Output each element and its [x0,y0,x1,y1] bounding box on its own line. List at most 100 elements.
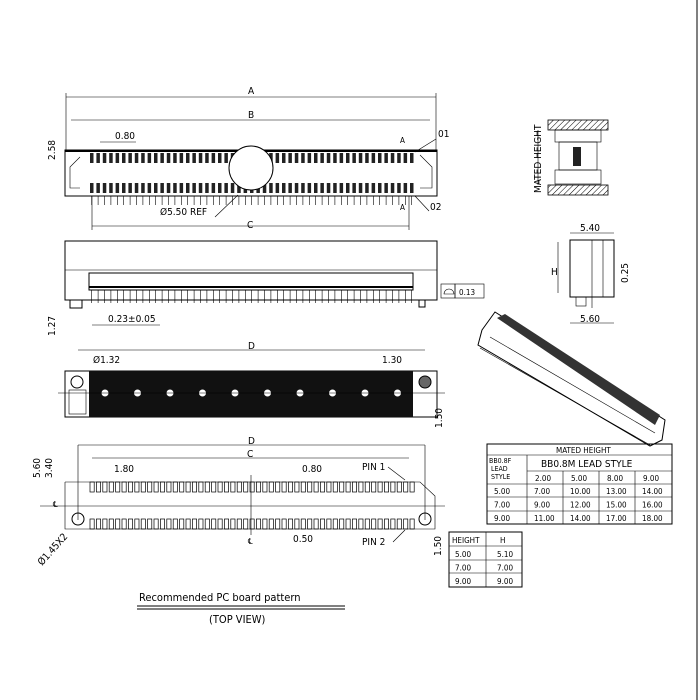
pin-top-row [307,153,312,163]
height-table-cell: 7.00 [455,564,471,573]
pin-top-row [314,153,318,163]
pin-bottom-row [237,183,241,193]
row-spacing-label: 3.40 [44,458,55,478]
pad-bottom-row [288,518,293,530]
section-mark-top: A [400,136,405,145]
pin-bottom-row [166,183,171,193]
pcb-edge-label: 1.50 [433,536,444,556]
pad-bottom-row [275,518,281,530]
pin-bottom-row [365,183,369,193]
pad-top-row [89,481,95,493]
top-width-label: 5.40 [580,223,600,234]
height-table-cell: 7.00 [497,564,513,573]
pad-top-row [256,481,261,493]
pad-top-row [198,481,204,493]
pad-bottom-row [377,518,383,530]
pad-top-row [275,481,281,493]
pin-bottom-row [410,183,414,193]
pad-top-row [300,481,306,493]
pin-bottom-row [333,183,337,193]
centerline-mark-bottom: ℄ [248,537,253,546]
pcb-dim-c: C [247,449,253,460]
pad-top-row [403,481,409,493]
height-label: 2.58 [47,140,58,160]
pad-top-row [288,481,293,493]
pad-bottom-row [307,518,313,530]
pin-bottom-row [358,183,363,193]
pad-top-row [147,481,153,493]
post-left [70,375,84,389]
pad-bottom-row [409,518,415,530]
pad-top-row [320,481,325,493]
pad-bottom-row [294,518,300,530]
table-cell: 13.00 [606,487,627,496]
column-header-cell: 9.00 [643,474,659,483]
pin2-label: PIN 2 [362,537,385,548]
side-housing [64,240,438,301]
edge-label: 1.50 [434,408,445,428]
contact-pins [90,153,414,205]
pin-top-row [115,153,120,163]
pcb-pattern-view: D C 1.80 0.80 PIN 1 5.60 3.40 Ø1.45X2 ℄ … [32,436,445,626]
pin-bottom-row [384,183,388,193]
flatness-value: 0.13 [459,288,475,297]
side-view: 0.13 1.27 0.23±0.05 [47,240,485,336]
pin-bottom-row [122,183,126,193]
top-view: A B 0.80 2.58 C Ø5.50 REF 01 02 A A [47,86,449,231]
pad-bottom-row [96,518,101,530]
pin-bottom-row [320,183,324,193]
pad-bottom-row [160,518,165,530]
pin-bottom-row [147,183,152,193]
pad-top-row [115,481,121,493]
height-header-cell: H [500,536,505,545]
pin-top-row [320,153,324,163]
table-cell: 15.00 [606,501,627,510]
row-label-cell: 9.00 [494,514,510,523]
pin-top-row [365,153,369,163]
pad-top-row [230,481,236,493]
pin-top-row [122,153,126,163]
pin-top-row [339,153,344,163]
pin-bottom-row [192,183,196,193]
pad-bottom-row [358,518,364,530]
pin-top-row [186,153,190,163]
pad-bottom-row [211,518,217,530]
pin-bottom-row [378,183,382,193]
pin-top-row [192,153,196,163]
pad-top-row [352,481,357,493]
pin-top-row [96,153,100,163]
pad-top-row [262,481,268,493]
bottom-width-label: 5.60 [580,314,600,325]
pin-top-row [326,153,331,163]
pin-bottom-row [397,183,401,193]
pad-top-row [211,481,217,493]
section-mark-bottom: A [400,203,405,212]
pin-bottom-row [198,183,203,193]
pad-bottom-row [108,518,114,530]
table-cell: 9.00 [534,501,550,510]
pad-top-row [192,481,197,493]
callout-01: 01 [438,129,449,140]
pin-bottom-row [326,183,331,193]
pad-top-row [371,481,377,493]
pin-top-row [198,153,203,163]
pin-top-row [134,153,139,163]
pcb-pitch-label: 0.80 [302,464,322,475]
pad-top-row [384,481,389,493]
pad-top-row [409,481,415,493]
pad-top-row [313,481,319,493]
pin-top-row [218,153,222,163]
pad-top-row [249,481,255,493]
pad-bottom-row [121,518,127,530]
col-header: BB0.8M LEAD STYLE [541,459,633,470]
pin-top-row [410,153,414,163]
pad-bottom-row [102,518,108,530]
pad-bottom-row [179,518,185,530]
pin-bottom-row [224,183,228,193]
pin-bottom-row [109,183,113,193]
pad-top-row [339,481,345,493]
pad-bottom-row [268,518,274,530]
pad-bottom-row [396,518,402,530]
side-pins [91,290,413,303]
